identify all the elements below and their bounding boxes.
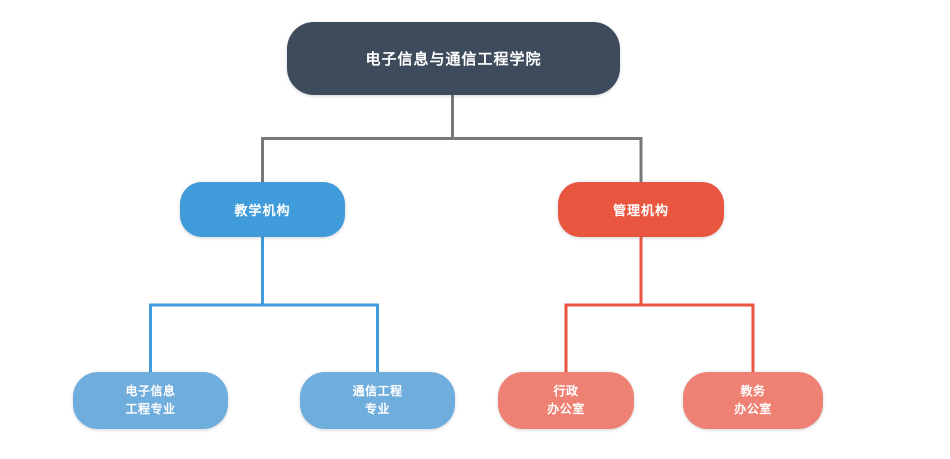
node-root-label: 电子信息与通信工程学院 [365, 51, 542, 68]
node-branch-admin-label: 管理机构 [612, 203, 669, 218]
node-leaf-electronic-info-major: 电子信息 工程专业 [73, 372, 228, 429]
node-leaf-label: 教务 办公室 [734, 383, 772, 418]
leaf-label-line2: 办公室 [547, 401, 585, 416]
leaf-label-line1: 通信工程 [352, 384, 403, 399]
leaf-label-line1: 教务 [740, 384, 766, 399]
leaf-label-line2: 办公室 [734, 401, 772, 416]
node-leaf-label: 电子信息 工程专业 [125, 383, 175, 418]
node-leaf-communication-major: 通信工程 专业 [300, 372, 455, 429]
connector-branch-bus [261, 137, 643, 184]
node-branch-teaching-label: 教学机构 [234, 203, 291, 218]
node-root-college: 电子信息与通信工程学院 [287, 22, 620, 95]
node-leaf-label: 通信工程 专业 [352, 383, 402, 418]
connector-admin-bus [564, 303, 755, 373]
node-branch-admin: 管理机构 [558, 182, 724, 237]
leaf-label-line2: 专业 [364, 401, 390, 416]
node-branch-teaching: 教学机构 [180, 182, 345, 237]
leaf-label-line1: 电子信息 [125, 384, 176, 399]
leaf-label-line2: 工程专业 [125, 401, 176, 416]
connector-teaching-bus [149, 303, 379, 373]
node-leaf-label: 行政 办公室 [547, 383, 585, 418]
node-leaf-administrative-office: 行政 办公室 [498, 372, 634, 429]
leaf-label-line1: 行政 [553, 384, 579, 399]
node-leaf-academic-affairs-office: 教务 办公室 [683, 372, 823, 429]
